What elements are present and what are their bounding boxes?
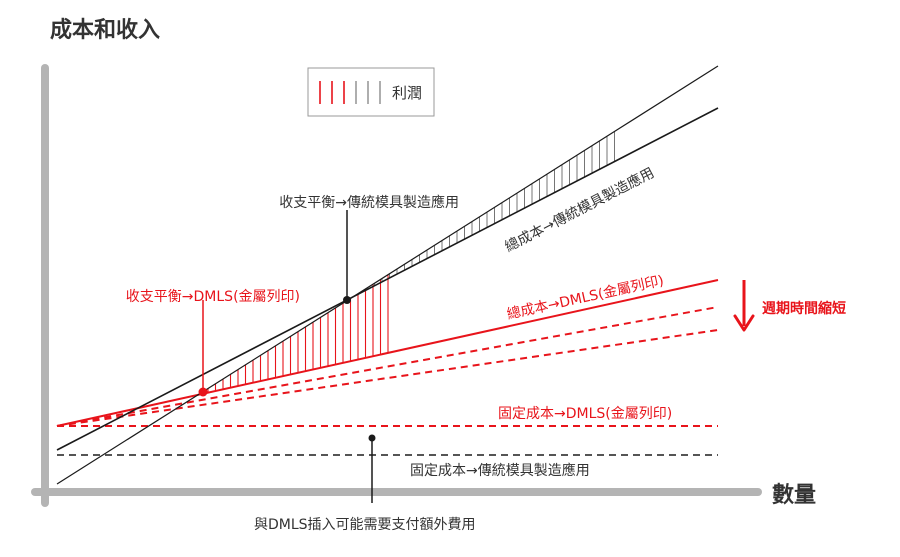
breakeven-dmls-point bbox=[198, 387, 208, 397]
legend-box bbox=[307, 67, 435, 117]
breakeven-dmls-label: 收支平衡→DMLS(金屬列印) bbox=[126, 289, 300, 305]
fixed-cost-traditional-label: 固定成本→傳統模具製造應用 bbox=[410, 462, 590, 479]
breakeven-traditional-point bbox=[343, 296, 351, 304]
total-cost-traditional-label: 總成本→傳統模具製造應用 bbox=[502, 164, 657, 255]
y-axis-title: 成本和收入 bbox=[50, 17, 160, 43]
x-axis-title: 數量 bbox=[772, 483, 816, 508]
total-cost-dmls-dashed-line-2 bbox=[56, 329, 719, 427]
revenue-line bbox=[56, 65, 719, 485]
total-cost-traditional-line bbox=[56, 107, 719, 451]
profit-hatch-traditional bbox=[359, 131, 615, 294]
breakeven-traditional-label: 收支平衡→傳統模具製造應用 bbox=[279, 194, 459, 211]
fixed-cost-dmls-label: 固定成本→DMLS(金屬列印) bbox=[498, 406, 672, 422]
dmls-insert-extra-cost-label: 與DMLS插入可能需要支付額外費用 bbox=[254, 517, 476, 533]
cycle-time-label: 週期時間縮短 bbox=[762, 300, 846, 317]
legend: 利潤 bbox=[307, 67, 435, 117]
legend-profit-label: 利潤 bbox=[392, 84, 422, 102]
profit-hatch-dmls bbox=[207, 274, 389, 393]
cycle-time-arrow-icon bbox=[733, 280, 755, 332]
total-cost-dmls-dashed-line-1 bbox=[56, 306, 719, 427]
total-cost-dmls-line bbox=[56, 279, 719, 427]
